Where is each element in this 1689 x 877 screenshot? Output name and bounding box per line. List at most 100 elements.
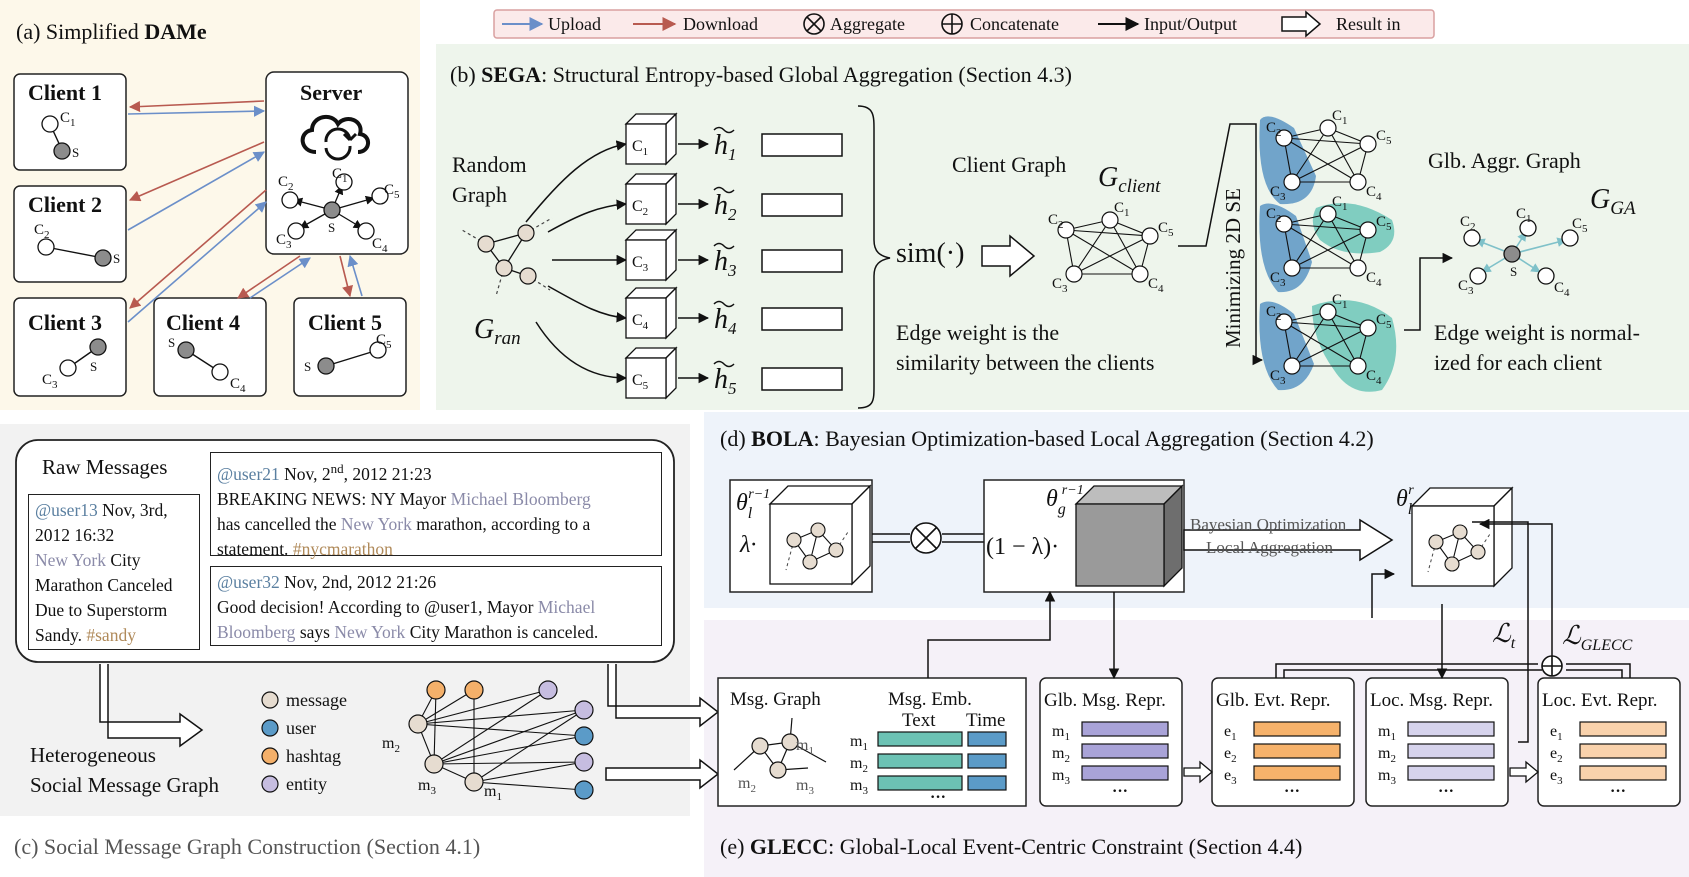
bo-result-arrow <box>1183 518 1394 562</box>
embedding-vector <box>761 193 843 217</box>
random-graph-to-clients-arrows <box>525 140 628 384</box>
svg-text:···: ··· <box>930 789 946 806</box>
svg-text:C2: C2 <box>1460 214 1476 233</box>
svg-text:C5: C5 <box>384 182 400 201</box>
embedding-vector <box>761 367 843 391</box>
updated-local-cube <box>1410 486 1514 588</box>
svg-text:e1: e1 <box>1550 723 1563 743</box>
svg-text:C4: C4 <box>1366 184 1382 203</box>
concatenate-op-icon <box>1541 655 1563 677</box>
svg-text:C4: C4 <box>372 236 388 255</box>
svg-text:C5: C5 <box>1376 128 1392 147</box>
svg-text:m3: m3 <box>850 777 868 797</box>
svg-text:e3: e3 <box>1550 767 1563 787</box>
g-ga-label: GGA <box>1590 184 1636 219</box>
svg-text:C4: C4 <box>1554 280 1570 299</box>
embedding-vector <box>761 249 843 273</box>
sim-label: sim(·) <box>896 238 964 269</box>
heterogeneous-graph: m2 m3 m1 <box>382 680 594 803</box>
panel-d-title: (d) BOLA: Bayesian Optimization-based Lo… <box>720 426 1374 451</box>
svg-text:C5: C5 <box>1376 312 1392 331</box>
svg-text:m2: m2 <box>1378 745 1396 765</box>
global-model-cube <box>1074 484 1184 588</box>
svg-text:C5: C5 <box>1158 220 1174 239</box>
theta-global-prev: θgr−1 <box>1046 483 1084 518</box>
legend-upload: Upload <box>548 14 601 34</box>
svg-text:C2: C2 <box>34 222 50 241</box>
svg-text:C5: C5 <box>632 372 649 392</box>
brace <box>857 105 891 409</box>
bo-label-2: Local Aggregation <box>1206 538 1333 557</box>
client-3: Client 3 C3 S <box>13 297 127 397</box>
svg-text:Client 4: Client 4 <box>166 310 240 335</box>
msg-emb-label: Msg. Emb. <box>888 689 972 710</box>
svg-text:C5: C5 <box>1572 216 1588 235</box>
svg-text:···: ··· <box>1610 783 1626 800</box>
result-arrow-sim <box>981 234 1036 278</box>
minimizing-label: Minimizing 2D SE <box>1221 188 1245 348</box>
svg-text:Glb. Evt. Repr.: Glb. Evt. Repr. <box>1216 690 1331 711</box>
svg-text:C1: C1 <box>60 110 76 129</box>
svg-text:Client 3: Client 3 <box>28 310 102 335</box>
message-bottom: @user32 Nov, 2nd, 2012 21:26 Good decisi… <box>210 566 662 646</box>
time-col-label: Time <box>966 710 1005 731</box>
svg-text:m1: m1 <box>484 783 502 803</box>
loss-t-label: ℒt <box>1492 619 1516 652</box>
svg-text:m3: m3 <box>1378 767 1396 787</box>
svg-text:m2: m2 <box>382 735 400 755</box>
legend-concatenate: Concatenate <box>970 14 1059 34</box>
svg-text:m2: m2 <box>850 755 868 775</box>
one-minus-lambda-label: (1 − λ)· <box>986 534 1059 560</box>
svg-text:m3: m3 <box>418 777 436 797</box>
loss-glecc-label: ℒGLECC <box>1562 621 1633 654</box>
svg-text:message: message <box>286 690 347 710</box>
svg-text:C2: C2 <box>1048 212 1064 231</box>
g-ran-label: Gran <box>474 314 521 349</box>
legend-download: Download <box>683 14 758 34</box>
node-type-legend: message user hashtag entity <box>261 690 347 794</box>
svg-text:h4: h4 <box>714 304 737 338</box>
svg-text:m1: m1 <box>850 733 868 753</box>
upload-download-arrows <box>127 100 363 323</box>
edge-weight-1: Edge weight is the <box>896 320 1059 345</box>
repr-arrow-1 <box>1183 760 1214 784</box>
message-top: @user21 Nov, 2nd, 2012 21:23 BREAKING NE… <box>210 452 662 559</box>
svg-text:C2: C2 <box>1266 304 1282 323</box>
svg-text:C4: C4 <box>632 312 649 332</box>
theta-local-prev: θlr−1 <box>736 487 770 522</box>
edge-weight-2: similarity between the clients <box>896 350 1154 375</box>
svg-text:C3: C3 <box>276 232 292 251</box>
svg-text:Client 1: Client 1 <box>28 80 102 105</box>
client-2: Client 2 C2 S <box>13 185 127 283</box>
svg-text:C3: C3 <box>632 254 649 274</box>
svg-text:C2: C2 <box>1266 206 1282 225</box>
svg-text:m3: m3 <box>1052 767 1070 787</box>
panel-c-title: (c) Social Message Graph Construction (S… <box>14 834 480 859</box>
msg-graph-label: Msg. Graph <box>730 689 821 710</box>
legend-result: Result in <box>1336 14 1401 34</box>
svg-text:C4: C4 <box>1366 270 1382 289</box>
legend: Upload Download Aggregate Concatenate In… <box>493 9 1435 39</box>
svg-text:C2: C2 <box>1266 120 1282 139</box>
text-col-label: Text <box>902 710 936 731</box>
embedding-vector <box>761 133 843 157</box>
legend-aggregate: Aggregate <box>830 14 905 34</box>
svg-text:hashtag: hashtag <box>286 746 341 766</box>
svg-text:C2: C2 <box>278 174 294 193</box>
svg-text:···: ··· <box>1112 783 1128 800</box>
svg-text:e1: e1 <box>1224 723 1237 743</box>
svg-text:C3: C3 <box>1458 278 1474 297</box>
svg-text:e2: e2 <box>1224 745 1237 765</box>
raw-to-hetero-arrow <box>99 664 204 748</box>
random-graph <box>461 217 553 297</box>
hetero-label-1: Heterogeneous <box>30 743 156 767</box>
svg-text:S: S <box>328 220 335 235</box>
